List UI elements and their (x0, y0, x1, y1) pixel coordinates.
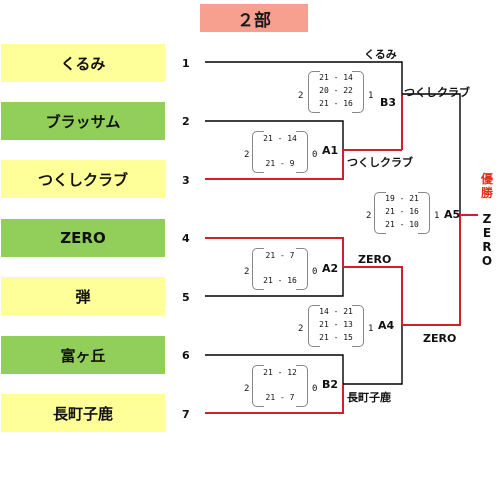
a2-winner: ZERO (358, 253, 392, 266)
a4-game-3: 21 - 15 (319, 333, 353, 342)
a4-match-id: A4 (378, 319, 395, 332)
seed-3: 3 (182, 174, 190, 187)
b2-game-1: 21 - 12 (263, 368, 297, 377)
line-a4-out (402, 214, 478, 326)
b3-game-3: 21 - 16 (319, 99, 353, 108)
a5-sets-right: 1 (434, 211, 440, 221)
a4-winner: ZERO (423, 332, 457, 345)
a1-sets-left: 2 (244, 150, 250, 160)
a1-match-id: A1 (322, 144, 339, 157)
label-top-team: くるみ (364, 48, 397, 61)
line-team-5 (205, 267, 344, 297)
b2-game-2: 21 - 7 (265, 393, 295, 402)
a4-sets-right: 1 (368, 324, 374, 334)
seed-7: 7 (182, 408, 190, 421)
team-box-1: くるみ (1, 44, 165, 82)
line-a2-out (343, 266, 403, 325)
a1-winner: つくしクラブ (347, 156, 413, 169)
team-box-4: ZERO (1, 219, 165, 257)
b3-match-id: B3 (380, 96, 397, 109)
seed-1: 1 (182, 57, 190, 70)
seed-5: 5 (182, 291, 190, 304)
a4-game-1: 14 - 21 (319, 307, 353, 316)
b2-sets-right: 0 (312, 384, 318, 394)
champion-name-char-4: O (481, 254, 493, 268)
a4-game-2: 21 - 13 (319, 320, 353, 329)
b3-sets-left: 2 (298, 91, 304, 101)
champion-name-char-2: E (482, 226, 492, 240)
seed-6: 6 (182, 349, 190, 362)
seed-4: 4 (182, 232, 190, 245)
line-team-7 (205, 384, 344, 414)
champion-name: Z E R O (480, 212, 494, 268)
b3-game-2: 20 - 22 (319, 86, 353, 95)
champion-label: 優 勝 (480, 172, 494, 200)
a2-match-id: A2 (322, 262, 339, 275)
team-box-3: つくしクラブ (1, 160, 165, 198)
champion-char-2: 勝 (480, 186, 493, 200)
division-title: ２部 (200, 4, 308, 32)
a2-sets-right: 0 (312, 267, 318, 277)
a4-sets-left: 2 (298, 324, 304, 334)
line-b2-out (343, 325, 403, 385)
team-box-6: 富ヶ丘 (1, 336, 165, 374)
team-box-5: 弾 (1, 277, 165, 315)
team-box-7: 長町子鹿 (1, 394, 165, 432)
b2-match-id: B2 (322, 378, 339, 391)
a5-game-2: 21 - 16 (385, 207, 419, 216)
b3-winner: つくしクラブ (404, 86, 470, 99)
champion-name-char-1: Z (482, 212, 492, 226)
champion-char-1: 優 (480, 172, 493, 186)
a5-match-id: A5 (444, 208, 461, 221)
b2-sets-left: 2 (244, 384, 250, 394)
a5-game-3: 21 - 10 (385, 220, 419, 229)
a2-sets-left: 2 (244, 267, 250, 277)
b2-winner: 長町子鹿 (347, 391, 391, 404)
a2-game-2: 21 - 16 (263, 276, 297, 285)
line-team-4 (205, 237, 344, 267)
b3-sets-right: 1 (368, 91, 374, 101)
a1-sets-right: 0 (312, 150, 318, 160)
seed-2: 2 (182, 115, 190, 128)
a1-game-2: 21 - 9 (265, 159, 295, 168)
a2-game-1: 21 - 7 (265, 251, 295, 260)
line-team-1 (205, 61, 403, 94)
team-box-2: ブラッサム (1, 102, 165, 140)
line-team-2 (205, 120, 344, 150)
a5-game-1: 19 - 21 (385, 194, 419, 203)
line-team-3 (205, 149, 402, 180)
a5-sets-left: 2 (366, 211, 372, 221)
line-team-6 (205, 354, 344, 384)
a1-game-1: 21 - 14 (263, 134, 297, 143)
champion-name-char-3: R (482, 240, 492, 254)
b3-game-1: 21 - 14 (319, 73, 353, 82)
line-b3-out (402, 93, 461, 215)
